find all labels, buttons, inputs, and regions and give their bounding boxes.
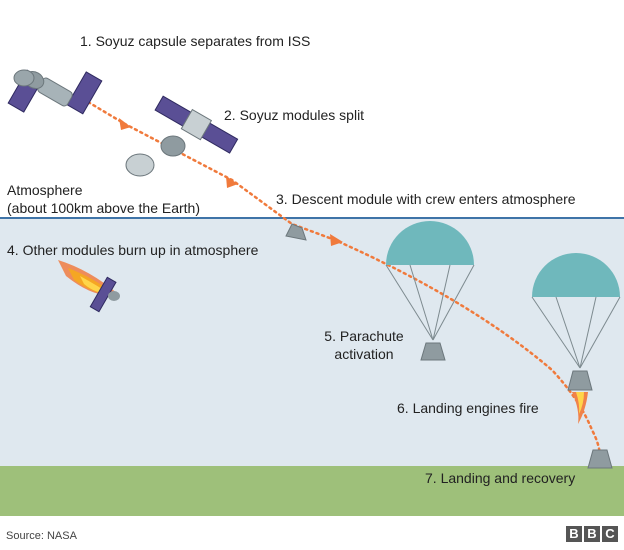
step-6-label: 6. Landing engines fire [397,400,539,416]
engine-flame-icon [572,392,588,424]
parachute-icon [385,221,475,361]
trajectory-arrow-1 [119,118,131,130]
step-7-label: 7. Landing and recovery [425,470,576,486]
trajectory-arrow-3 [330,234,343,246]
burning-module-icon [58,260,120,313]
step-1-label: 1. Soyuz capsule separates from ISS [80,33,311,49]
ground-region [0,466,624,516]
step-2-label: 2. Soyuz modules split [224,107,365,123]
trajectory-path [76,94,602,460]
step-3-label: 3. Descent module with crew enters atmos… [276,191,576,207]
bbc-logo-letter: C [602,526,618,542]
iss-soyuz-icon [7,69,103,115]
descent-capsule-icon [285,223,307,241]
parachute-icon [531,253,621,391]
atmosphere-subtitle: (about 100km above the Earth) [7,200,201,216]
step-4-label: 4. Other modules burn up in atmosphere [7,242,259,258]
atmosphere-title: Atmosphere [7,182,83,198]
source-credit: Source: NASA [6,530,77,542]
step-5-label-line1: 5. Parachute [324,328,404,344]
bbc-logo-letter: B [584,526,600,542]
soyuz-split-icon [125,95,239,177]
atmosphere-region [0,218,624,466]
landed-capsule-icon [587,449,613,469]
trajectory-arrow-2 [226,176,238,188]
bbc-logo-letter: B [566,526,582,542]
step-5-label-line2: activation [334,346,394,362]
bbc-logo: B B C [566,526,618,542]
